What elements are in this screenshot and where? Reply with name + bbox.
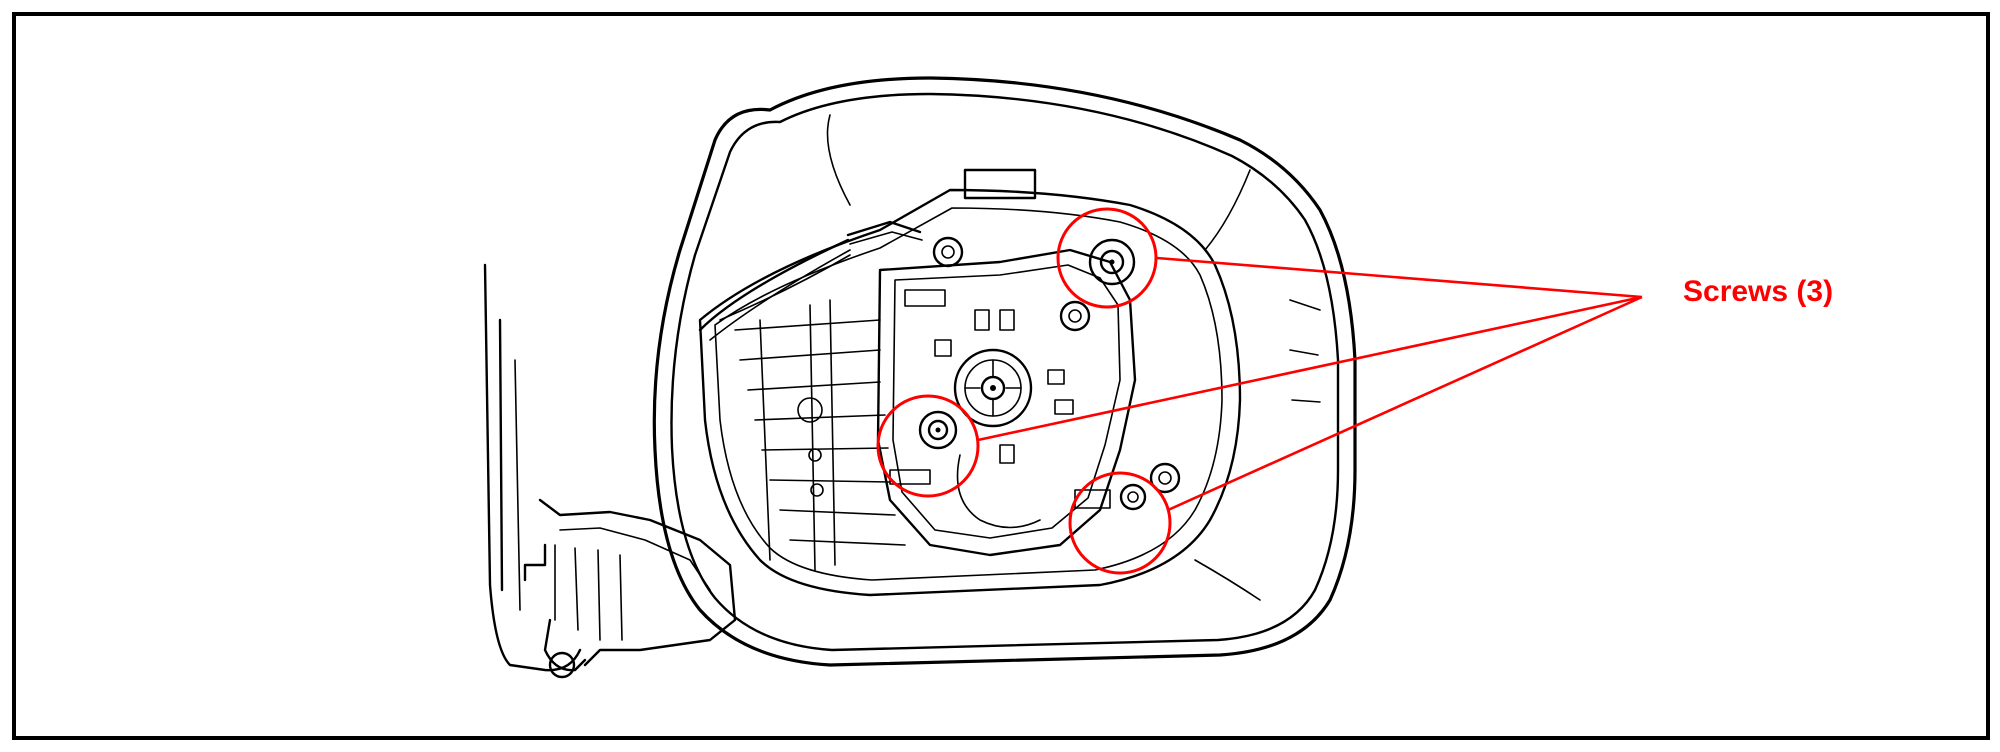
screw-middle — [918, 410, 958, 450]
mirror-housing-outline — [652, 76, 1357, 667]
screw-boss-lower-right-small — [1149, 462, 1181, 494]
mirror-drawing — [483, 76, 1357, 679]
screw-callouts: Screws (3) — [876, 207, 1833, 575]
leader-line-middle-screw — [977, 295, 1643, 442]
callout-ring-lower-screw — [1068, 471, 1172, 575]
callout-ring-middle-screw — [876, 394, 980, 498]
leader-line-lower-screw — [1167, 295, 1643, 512]
mirror-backing-ribs — [719, 254, 906, 571]
screw-boss-mid-right — [1059, 300, 1091, 332]
mirror-mounting-arm — [483, 263, 737, 679]
callout-ring-upper-screw — [1056, 207, 1158, 309]
screw-lower — [1119, 483, 1147, 511]
wiring-harness — [698, 220, 923, 341]
callout-label-screws: Screws (3) — [1683, 275, 1833, 308]
mirror-back-plate — [698, 188, 1242, 597]
mirror-motor-unit — [876, 168, 1137, 557]
leader-line-upper-screw — [1156, 256, 1643, 299]
screw-boss-upper-left — [932, 236, 964, 268]
figure-border — [12, 12, 1990, 740]
screw-upper — [1088, 238, 1136, 286]
